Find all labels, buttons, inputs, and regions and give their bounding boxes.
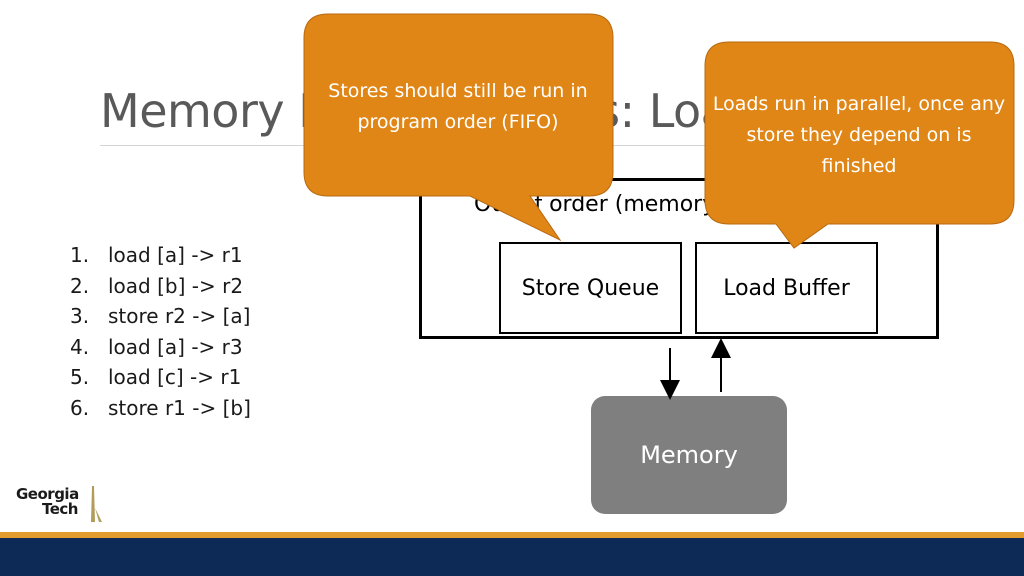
list-item: 6. store r1 -> [b] [70,393,251,424]
out-of-order-box [419,178,939,339]
list-item: 1. load [a] -> r1 [70,240,251,271]
out-of-order-label: Out of order (memory) [474,192,724,217]
list-number: 3. [70,304,90,328]
instruction-text: store r2 -> [a] [108,304,251,328]
list-number: 2. [70,273,90,298]
instruction-text: load [a] -> r1 [108,243,243,267]
instruction-text: load [b] -> r2 [108,273,244,298]
georgia-tech-logo: Georgia Tech [16,484,106,524]
list-number: 4. [70,334,90,359]
footer-bar [0,538,1024,576]
callout-stores-text: Stores should still be run in program or… [328,80,588,133]
list-item: 2. load [b] -> r2 [70,271,251,302]
list-number: 1. [70,243,90,267]
instruction-text: load [a] -> r3 [108,334,243,359]
callout-loads-text: Loads run in parallel, once any store th… [712,92,1006,177]
instruction-text: store r1 -> [b] [108,395,251,420]
instruction-list: 1. load [a] -> r1 2. load [b] -> r2 3. stor… [70,240,251,423]
memory-box: Memory [591,396,787,514]
logo-tower-icon [91,486,102,522]
footer-accent-bar [0,532,1024,538]
load-buffer-box: Load Buffer [695,242,878,334]
list-number: 5. [70,365,90,389]
list-item: 3. store r2 -> [a] [70,301,251,332]
list-item: 5. load [c] -> r1 [70,362,251,393]
list-number: 6. [70,395,90,420]
instruction-text: load [c] -> r1 [108,365,242,389]
store-queue-box: Store Queue [499,242,682,334]
logo-line2: Tech [42,500,78,518]
list-item: 4. load [a] -> r3 [70,332,251,363]
logo-line1: Georgia [16,485,79,503]
